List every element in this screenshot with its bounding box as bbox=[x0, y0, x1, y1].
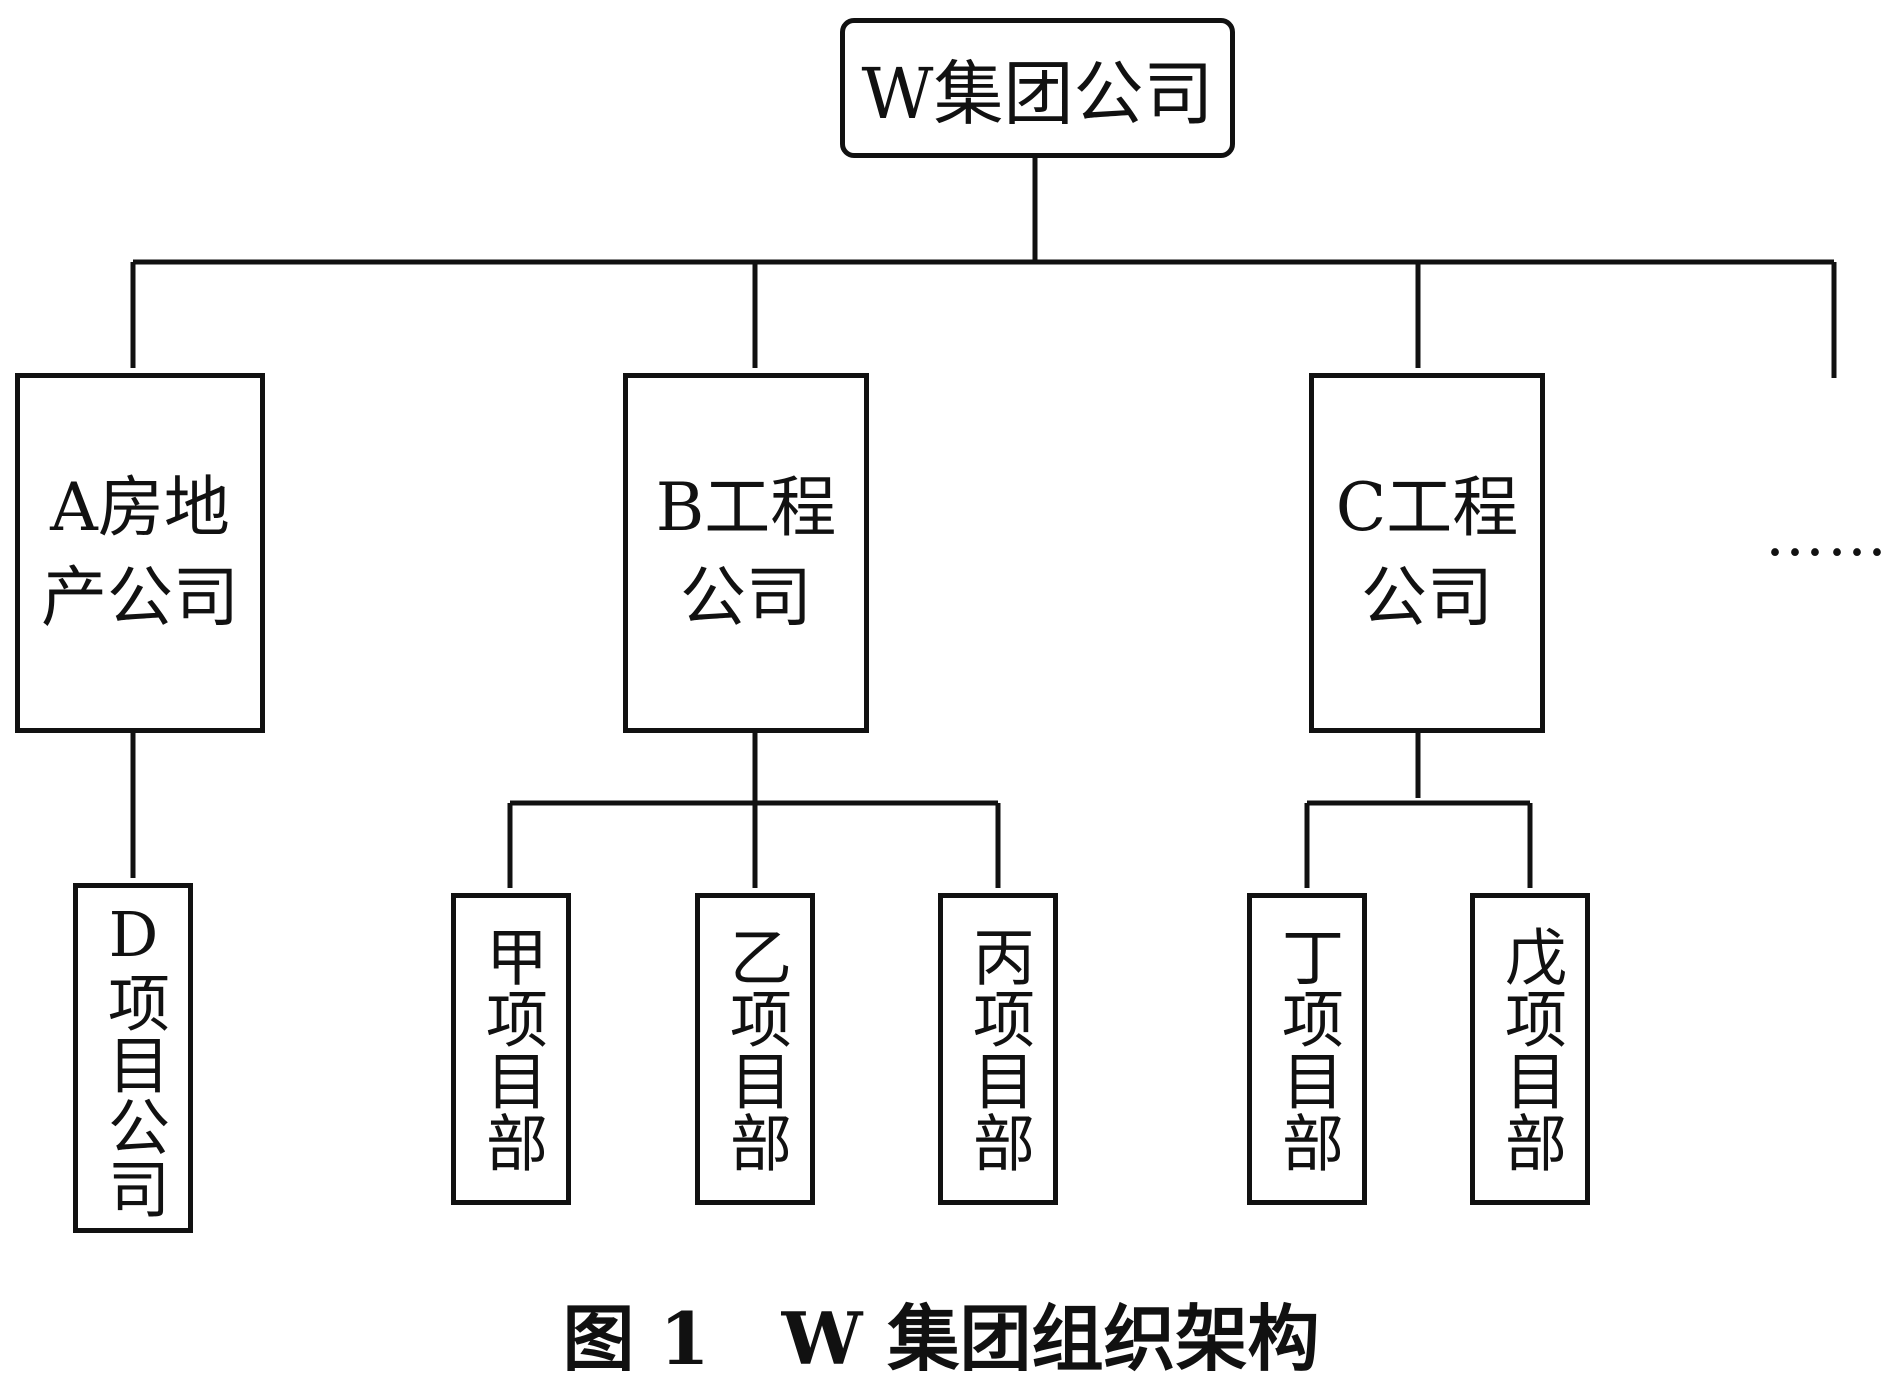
figure-caption: 图 1 W 集团组织架构 bbox=[562, 1296, 1320, 1381]
node-subsidiary-c: C工程公司 bbox=[1309, 373, 1545, 733]
node-unit-jia-label: 甲项目部 bbox=[475, 925, 548, 1173]
node-unit-d-label: D项目公司 bbox=[97, 897, 170, 1219]
node-unit-bing-label: 丙项目部 bbox=[962, 925, 1035, 1173]
node-unit-bing: 丙项目部 bbox=[938, 893, 1058, 1205]
node-unit-wu: 戊项目部 bbox=[1470, 893, 1590, 1205]
node-subsidiary-c-label: C工程公司 bbox=[1335, 469, 1519, 636]
node-subsidiary-b-label: B工程公司 bbox=[655, 469, 837, 636]
node-subsidiary-b: B工程公司 bbox=[623, 373, 869, 733]
node-root-label: W集团公司 bbox=[861, 52, 1214, 135]
more-subsidiaries-marker: …… bbox=[1765, 500, 1882, 570]
node-unit-yi: 乙项目部 bbox=[695, 893, 815, 1205]
node-unit-wu-label: 戊项目部 bbox=[1494, 925, 1567, 1173]
node-unit-ding: 丁项目部 bbox=[1247, 893, 1367, 1205]
node-root: W集团公司 bbox=[840, 18, 1235, 158]
node-unit-yi-label: 乙项目部 bbox=[719, 925, 792, 1173]
node-unit-d: D项目公司 bbox=[73, 883, 193, 1233]
node-unit-jia: 甲项目部 bbox=[451, 893, 571, 1205]
node-unit-ding-label: 丁项目部 bbox=[1271, 925, 1344, 1173]
node-subsidiary-a: A房地产公司 bbox=[15, 373, 265, 733]
node-subsidiary-a-label: A房地产公司 bbox=[41, 469, 239, 636]
